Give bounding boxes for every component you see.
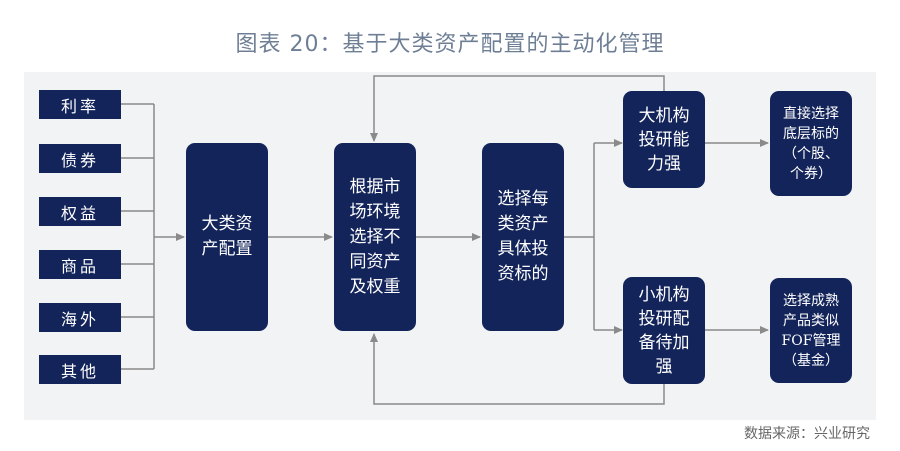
node-select-weights: 根据市 场环境 选择不 同资产 及权重	[334, 143, 416, 331]
node-direct-selection: 直接选择 底层标的 （个股、 个券）	[770, 91, 852, 196]
diagram-title: 图表 20：基于大类资产配置的主动化管理	[235, 32, 665, 57]
node-strong-research: 大机构 投研能 力强	[623, 91, 705, 188]
asset-overseas: 海外	[39, 303, 121, 332]
asset-other: 其他	[39, 355, 121, 384]
node-fof-selection: 选择成熟 产品类似 FOF管理 （基金）	[770, 278, 852, 383]
asset-rates: 利率	[39, 90, 121, 119]
asset-commodity: 商品	[39, 250, 121, 279]
node-select-targets: 选择每 类资产 具体投 资标的	[482, 143, 564, 331]
asset-equity: 权益	[39, 197, 121, 226]
data-source-note: 数据来源：兴业研究	[744, 426, 870, 442]
node-weak-research: 小机构 投研配 备待加 强	[623, 277, 705, 384]
node-asset-allocation: 大类资产配置	[186, 143, 268, 331]
diagram-panel	[24, 72, 876, 420]
asset-bonds: 债券	[39, 144, 121, 173]
